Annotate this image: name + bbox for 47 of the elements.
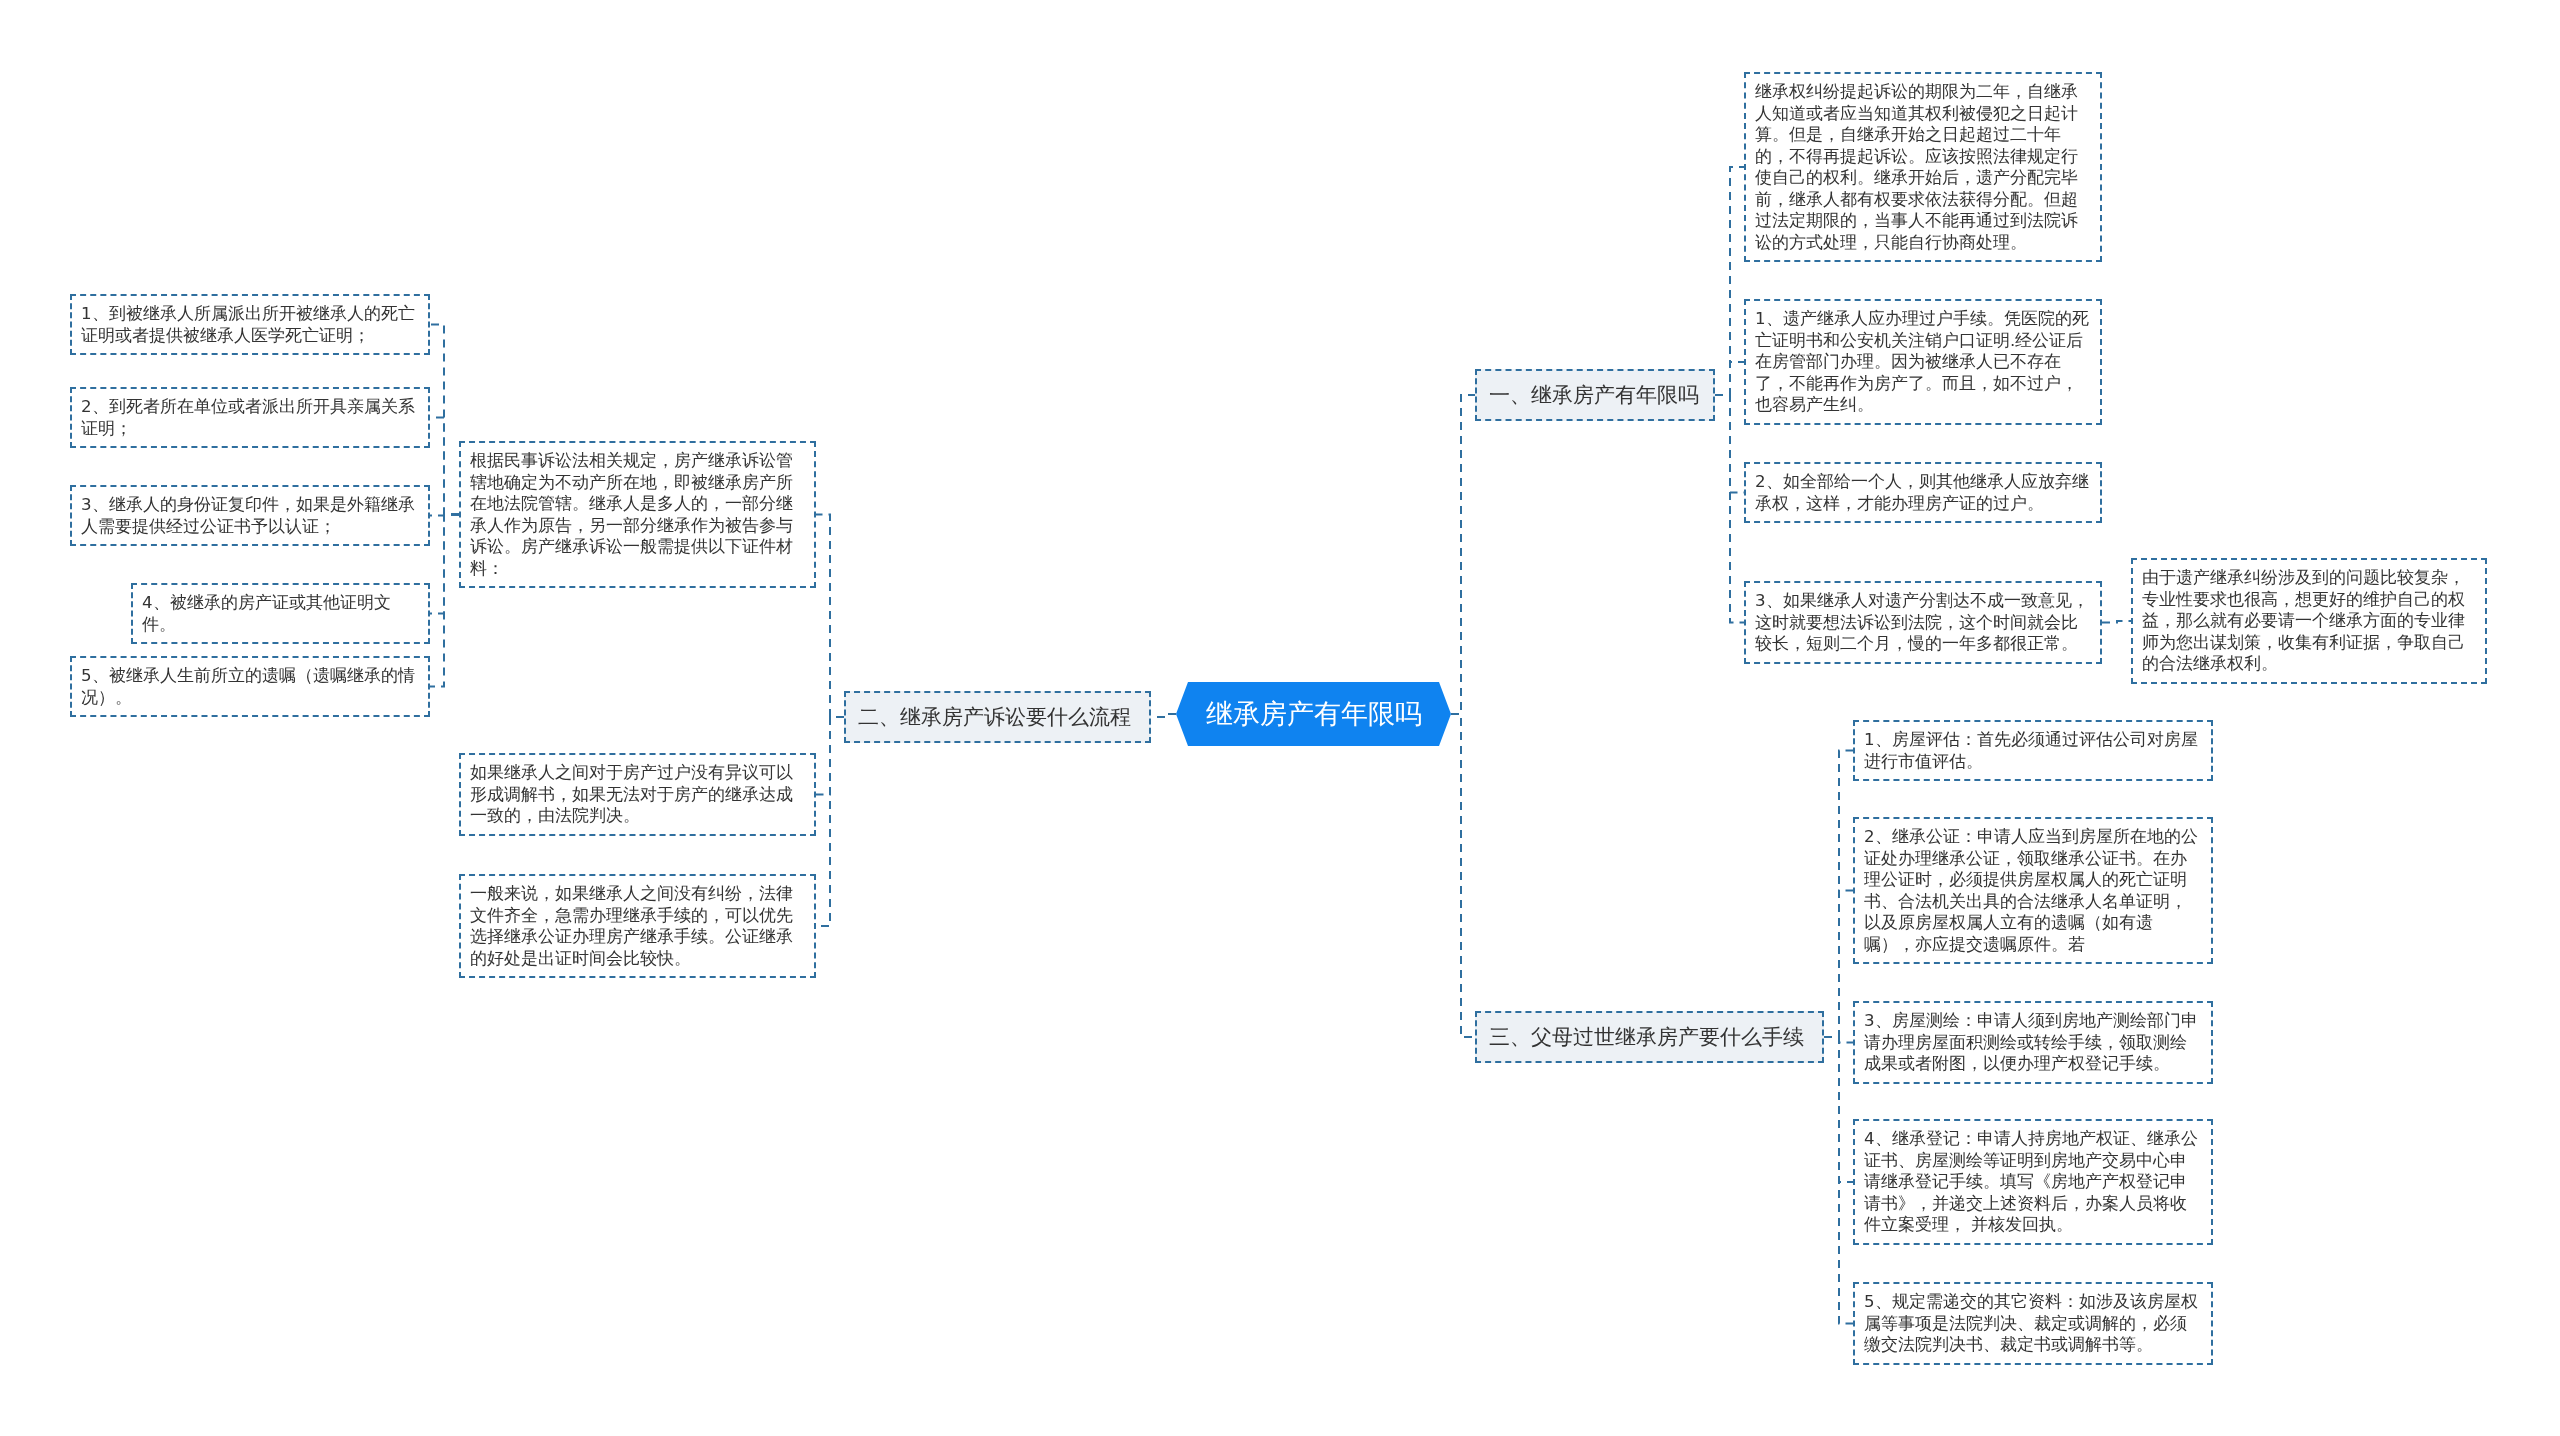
topic-box bbox=[1475, 369, 1715, 421]
note-text: 3、继承人的身份证复印件，如果是外籍继承人需要提供经过公证书予以认证； bbox=[81, 494, 416, 537]
note-text: 根据民事诉讼法相关规定，房产继承诉讼管辖地确定为不动产所在地，即被继承房产所在地法院管辖。继承人是多人的，一部分继承人作为原告，另一部分继承作为被告参与诉讼。房产继承诉讼一般需提供以下证件材料： bbox=[470, 450, 794, 579]
topic-text: 一、继承房产有年限吗 bbox=[1489, 382, 1700, 409]
note-box bbox=[1853, 1119, 2213, 1245]
note-box bbox=[459, 753, 816, 836]
note-text: 4、被继承的房产证或其他证明文件。 bbox=[142, 592, 392, 635]
note-text: 继承权纠纷提起诉讼的期限为二年，自继承人知道或者应当知道其权利被侵犯之日起计算。但是，自继承开始之日起超过二十年的，不得再提起诉讼。应该按照法律规定行使自己的权利。继承开始后，遗产分配完毕前，继承人都有权要求依法获得分配。但超过法定期限的，当事人不能再通过到法院诉讼的方式处理，只能自行协商处理。 bbox=[1755, 81, 2079, 253]
topic-text: 三、父母过世继承房产要什么手续 bbox=[1489, 1024, 1805, 1051]
connector-line bbox=[1823, 1036, 1854, 1325]
note-box bbox=[1744, 72, 2102, 262]
note-text: 2、到死者所在单位或者派出所开具亲属关系证明； bbox=[81, 396, 416, 439]
note-box bbox=[1744, 581, 2102, 664]
topic-text: 二、继承房产诉讼要什么流程 bbox=[858, 704, 1132, 731]
topic-box bbox=[1475, 1011, 1824, 1063]
note-text: 1、房屋评估：首先必须通过评估公司对房屋进行市值评估。 bbox=[1864, 729, 2199, 772]
note-text: 5、被继承人生前所立的遗嘱（遗嘱继承的情况）。 bbox=[81, 665, 416, 708]
note-text: 2、如全部给一个人，则其他继承人应放弃继承权，这样，才能办理房产证的过户。 bbox=[1755, 471, 2090, 514]
note-box bbox=[1853, 817, 2213, 964]
note-box bbox=[1744, 462, 2102, 523]
note-text: 1、到被继承人所属派出所开被继承人的死亡证明或者提供被继承人医学死亡证明； bbox=[81, 303, 416, 346]
note-text: 1、遗产继承人应办理过户手续。凭医院的死亡证明书和公安机关注销户口证明.经公证后在房管部门办理。因为被继承人已不存在了，不能再作为房产了。而且，如不过户，也容易产生纠。 bbox=[1755, 308, 2090, 416]
note-box bbox=[459, 874, 816, 978]
note-text: 3、如果继承人对遗产分割达不成一致意见，这时就要想法诉讼到法院，这个时间就会比较长，短则二个月，慢的一年多都很正常。 bbox=[1755, 590, 2090, 655]
note-box bbox=[70, 294, 430, 355]
note-box bbox=[1853, 1001, 2213, 1084]
note-box bbox=[70, 485, 430, 546]
note-box bbox=[70, 656, 430, 717]
connector-line bbox=[1714, 394, 1745, 624]
note-box bbox=[2131, 558, 2487, 684]
note-box bbox=[70, 387, 430, 448]
note-text: 由于遗产继承纠纷涉及到的问题比较复杂，专业性要求也很高，想更好的维护自己的权益，那么就有必要请一个继承方面的专业律师为您出谋划策，收集有利证据，争取自己的合法继承权利。 bbox=[2142, 567, 2466, 675]
note-text: 4、继承登记：申请人持房地产权证、继承公证书、房屋测绘等证明到房地产交易中心申请继承登记手续。填写《房地产产权登记申请书》，并递交上述资料后，办案人员将收件立案受理， 并核发回执。 bbox=[1864, 1128, 2199, 1236]
note-box bbox=[1853, 1282, 2213, 1365]
note-box bbox=[1853, 720, 2213, 781]
central-topic-text: 继承房产有年限吗 bbox=[1205, 697, 1422, 731]
note-text: 5、规定需递交的其它资料：如涉及该房屋权属等事项是法院判决、裁定或调解的，必须缴交法院判决书、裁定书或调解书等。 bbox=[1864, 1291, 2199, 1356]
connector-line bbox=[2101, 620, 2132, 624]
note-box bbox=[459, 441, 816, 588]
topic-box bbox=[844, 691, 1151, 743]
connector-line bbox=[429, 513, 460, 688]
note-box bbox=[131, 583, 430, 644]
note-text: 一般来说，如果继承人之间没有纠纷，法律文件齐全，急需办理继承手续的，可以优先选择继承公证办理房产继承手续。公证继承的好处是出证时间会比较快。 bbox=[470, 883, 794, 969]
note-box bbox=[1744, 299, 2102, 425]
note-text: 2、继承公证：申请人应当到房屋所在地的公证处办理继承公证，领取继承公证书。在办理公证时，必须提供房屋权属人的死亡证明书、合法机关出具的合法继承人名单证明，以及原房屋权属人立有的遗嘱（如有遗嘱），亦应提交遗嘱原件。若 bbox=[1864, 826, 2199, 955]
note-text: 如果继承人之间对于房产过户没有异议可以形成调解书，如果无法对于房产的继承达成一致的，由法院判决。 bbox=[470, 762, 794, 827]
note-text: 3、房屋测绘：申请人须到房地产测绘部门申请办理房屋面积测绘或转绘手续，领取测绘成果或者附图，以便办理产权登记手续。 bbox=[1864, 1010, 2199, 1075]
